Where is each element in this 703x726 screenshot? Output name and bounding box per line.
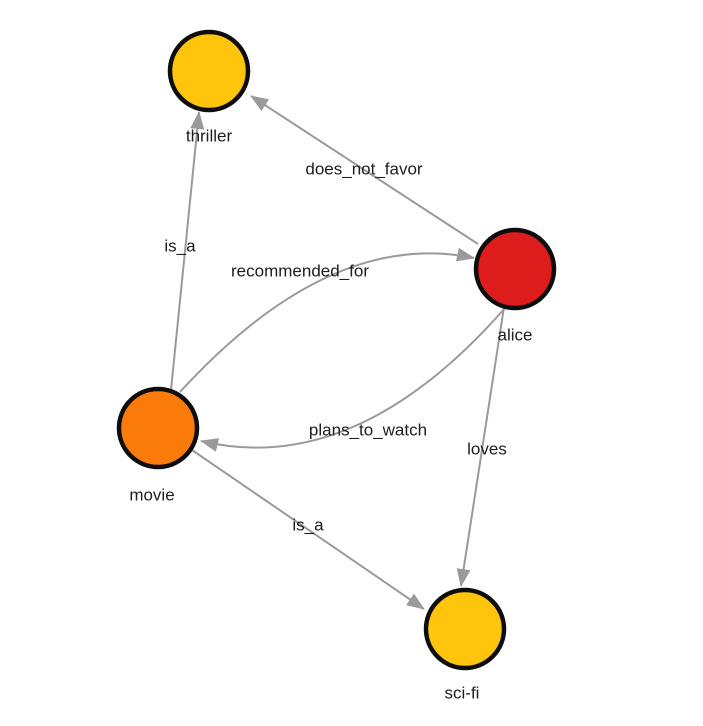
node-labels-layer: thriller alice movie sci-fi bbox=[129, 126, 532, 702]
graph-node-movie[interactable] bbox=[116, 386, 200, 470]
node-label-thriller: thriller bbox=[186, 126, 233, 145]
edge-label-alice-plans_to_watch-movie: plans_to_watch bbox=[309, 420, 427, 439]
graph-edge-movie-is_a-sci-fi bbox=[191, 449, 425, 610]
graph-node-sci-fi[interactable] bbox=[423, 587, 507, 671]
nodes-layer bbox=[116, 29, 557, 671]
graph-edge-movie-recommended_for-alice bbox=[179, 247, 475, 393]
node-label-alice: alice bbox=[498, 325, 533, 344]
edge-labels-layer: does_not_favor is_a recommended_for plans_t… bbox=[164, 159, 506, 534]
graph-node-alice[interactable] bbox=[473, 227, 557, 311]
edge-label-alice-does_not_favor-thriller: does_not_favor bbox=[305, 159, 423, 178]
graph-node-thriller[interactable] bbox=[167, 29, 251, 113]
edges-layer bbox=[170, 95, 506, 610]
graph-edge-movie-is_a-thriller bbox=[170, 111, 205, 391]
graph-edge-alice-does_not_favor-thriller bbox=[250, 95, 479, 245]
edge-label-movie-is_a-sci-fi: is_a bbox=[292, 515, 324, 534]
graph-edge-alice-plans_to_watch-movie bbox=[200, 307, 506, 452]
edge-label-movie-is_a-thriller: is_a bbox=[164, 236, 196, 255]
edge-label-alice-loves-sci-fi: loves bbox=[467, 439, 507, 458]
node-label-movie: movie bbox=[129, 485, 174, 504]
graph-edge-alice-loves-sci-fi bbox=[456, 306, 505, 587]
edge-label-movie-recommended_for-alice: recommended_for bbox=[231, 261, 369, 280]
node-label-sci-fi: sci-fi bbox=[445, 683, 480, 702]
